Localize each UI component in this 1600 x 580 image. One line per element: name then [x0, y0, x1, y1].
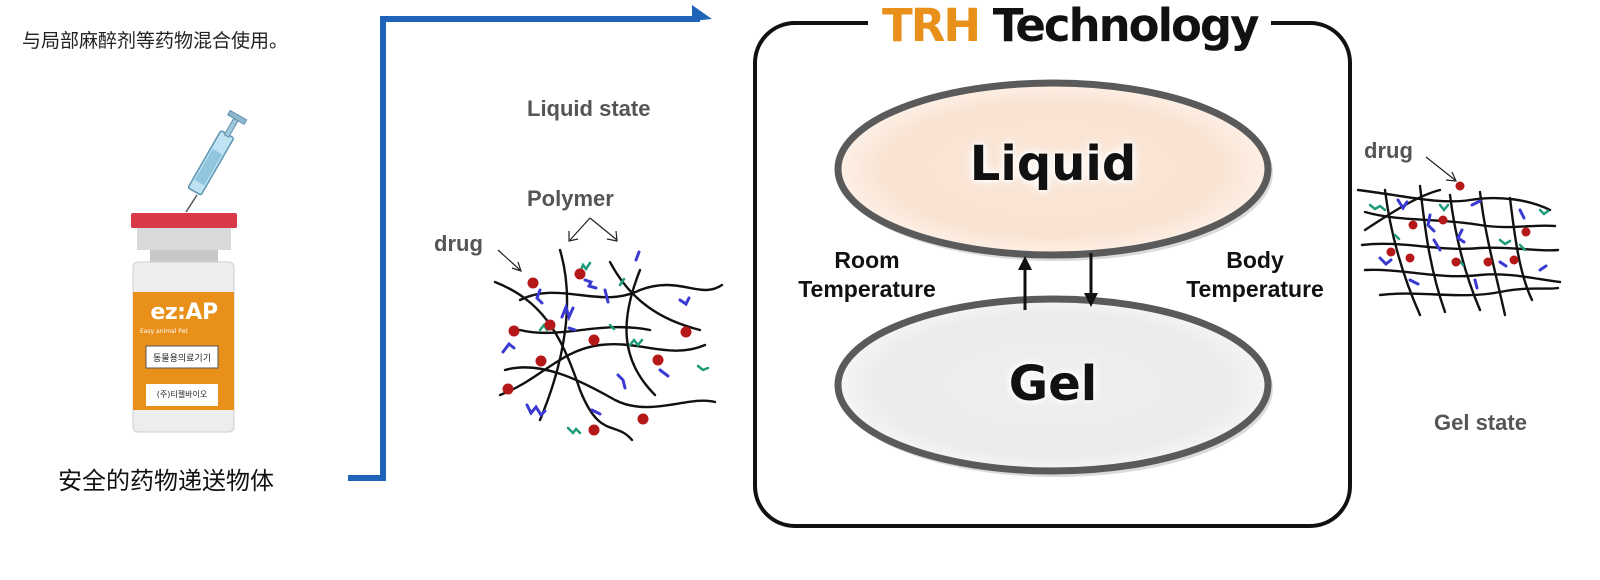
up-arrow-icon	[1018, 256, 1032, 310]
syringe-icon	[185, 109, 248, 213]
body-temperature-label: Body Temperature	[1180, 246, 1330, 304]
body-temperature-line1: Body	[1226, 247, 1284, 273]
room-temperature-label: Room Temperature	[792, 246, 942, 304]
down-arrow-icon	[1084, 253, 1098, 307]
product-label: 동물용의료기기	[153, 354, 211, 364]
room-temperature-line1: Room	[834, 247, 900, 273]
trh-title-accent: TRH	[882, 0, 981, 52]
product-brand-sub: Easy animal Pet	[140, 328, 188, 335]
product-maker: (주)티젤바이오	[156, 390, 208, 399]
vial-cap	[131, 213, 237, 228]
liquid-state-label: Liquid state	[527, 96, 651, 121]
intro-text: 与局部麻醉剂等药物混合使用。	[22, 30, 289, 52]
product-caption: 安全的药物递送物体	[58, 467, 274, 495]
liquid-oval	[834, 79, 1272, 259]
gel-label: Gel	[1008, 356, 1098, 412]
body-temperature-line2: Temperature	[1186, 276, 1324, 302]
room-temperature-line2: Temperature	[798, 276, 936, 302]
drug-label-liquid: drug	[434, 231, 483, 256]
gel-state-label: Gel state	[1434, 410, 1527, 435]
product-brand: ez:AP	[150, 300, 218, 325]
polymer-label: Polymer	[527, 186, 614, 211]
trh-title: TRH Technology	[868, 0, 1272, 54]
liquid-label: Liquid	[969, 136, 1137, 192]
drug-label-gel: drug	[1364, 138, 1413, 163]
gel-oval	[834, 295, 1272, 475]
trh-title-main: Technology	[992, 0, 1260, 52]
